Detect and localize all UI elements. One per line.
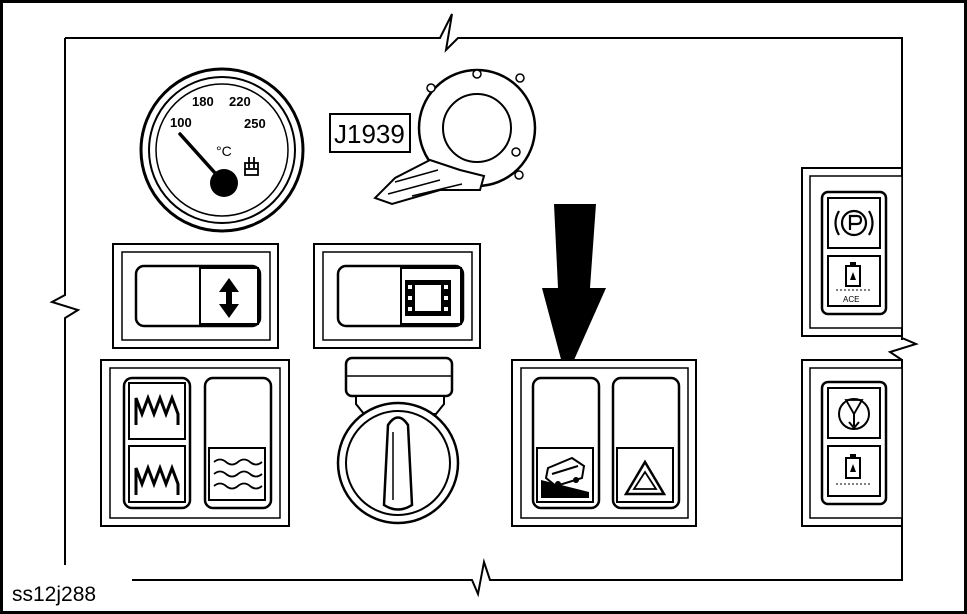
gauge-unit: °C [216,143,232,159]
connector-label: J1939 [334,119,405,149]
module-indicator-icon [836,454,872,485]
heater-element-icon [134,393,180,425]
ace-indicator[interactable]: ACE [827,255,881,307]
gauge-tick-250: 250 [244,116,266,131]
rocker-switch-2[interactable] [313,243,481,349]
rocker-switch-1[interactable] [112,243,279,349]
ace-indicator-icon [836,262,872,291]
gauge-hub [210,169,238,197]
tilting-vehicle-icon [541,456,589,498]
right-indicator-panel-top: ACE [801,167,903,337]
coolant-icon [244,157,259,176]
air-rocker[interactable] [203,376,273,510]
gauge-tick-100: 100 [170,115,192,130]
film-strip-icon [405,280,451,316]
heater-switch-panel [100,359,290,527]
figure-id: ss12j288 [12,583,96,606]
parking-brake-indicator[interactable] [827,197,881,249]
heater-rocker[interactable] [122,376,192,510]
connector-label-box [329,113,411,153]
ace-label: ACE [843,295,859,304]
gauge-tick-180: 180 [192,94,214,109]
pointer-arrow [542,204,606,378]
target-switch-panel [511,359,697,527]
air-flow-icon [213,458,263,490]
diagnostic-indicator-icon [838,398,870,430]
key-switch[interactable] [336,356,460,525]
gauge-tick-220: 220 [229,94,251,109]
hazard-rocker[interactable] [611,376,681,510]
diagnostic-indicator[interactable] [827,387,881,439]
temperature-gauge: 100 180 220 250 °C [139,67,305,233]
heater-element-icon [134,463,180,495]
right-indicator-panel-bottom [801,359,903,527]
up-down-arrow-icon [219,278,239,318]
target-rocker[interactable] [531,376,601,510]
hazard-triangle-icon [623,459,667,496]
panel-outline [49,13,919,598]
parking-brake-icon [834,209,874,237]
module-indicator[interactable] [827,445,881,497]
diagnostic-connector[interactable]: J1939 [329,68,537,206]
